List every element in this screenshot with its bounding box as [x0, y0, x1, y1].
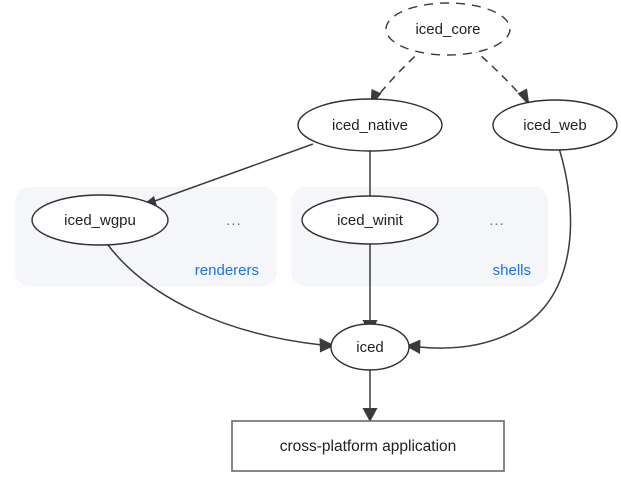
edge-iced-wgpu-to-iced	[107, 244, 335, 353]
iced-winit-label: iced_winit	[337, 212, 404, 229]
iced-web-ellipse[interactable]	[492, 99, 618, 151]
node-iced-wgpu[interactable]: iced_wgpu	[31, 194, 169, 246]
iced-native-ellipse[interactable]	[297, 98, 443, 152]
edge-iced-to-application	[362, 370, 378, 422]
application-label: cross-platform application	[280, 438, 457, 455]
node-application[interactable]: cross-platform application	[231, 420, 505, 472]
cluster-label-renderers: renderers	[195, 262, 259, 279]
iced-label: iced	[356, 339, 384, 356]
cluster-label-shells: shells	[493, 262, 531, 279]
renderers-ellipsis-icon: ...	[226, 212, 242, 229]
iced-core-label: iced_core	[415, 21, 480, 38]
node-iced-native[interactable]: iced_native	[297, 98, 443, 152]
iced-wgpu-ellipse[interactable]	[31, 194, 169, 246]
iced-native-label: iced_native	[332, 117, 408, 134]
iced-web-label: iced_web	[523, 117, 586, 134]
iced-ellipse[interactable]	[330, 323, 410, 371]
application-rect[interactable]	[231, 420, 505, 472]
edge-iced-core-to-iced-native	[370, 46, 426, 107]
node-iced-winit[interactable]: iced_winit	[301, 195, 439, 245]
edge-iced-web-to-iced	[405, 147, 572, 354]
node-iced[interactable]: iced	[330, 323, 410, 371]
shells-ellipsis-icon: ...	[489, 212, 505, 229]
node-iced-web[interactable]: iced_web	[492, 99, 618, 151]
iced-core-ellipse[interactable]	[385, 2, 511, 56]
edge-iced-core-to-iced-web	[470, 46, 530, 106]
iced-winit-ellipse[interactable]	[301, 195, 439, 245]
node-iced-core[interactable]: iced_core	[385, 2, 511, 56]
iced-wgpu-label: iced_wgpu	[64, 212, 136, 229]
